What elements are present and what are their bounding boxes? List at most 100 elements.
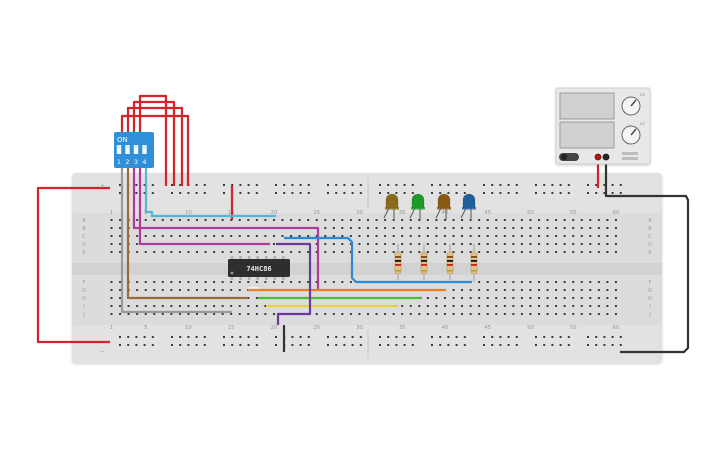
breadboard-hole[interactable]	[538, 219, 540, 221]
rail-hole[interactable]	[387, 336, 390, 338]
rail-hole[interactable]	[171, 336, 173, 338]
breadboard-hole[interactable]	[238, 305, 241, 307]
rail-hole[interactable]	[291, 192, 294, 194]
breadboard-hole[interactable]	[401, 305, 404, 307]
breadboard-hole[interactable]	[495, 313, 498, 315]
wire-magenta-short[interactable]	[138, 168, 270, 246]
breadboard-hole[interactable]	[563, 305, 566, 307]
breadboard-hole[interactable]	[255, 305, 258, 307]
breadboard-hole[interactable]	[461, 305, 464, 307]
rail-hole[interactable]	[483, 184, 485, 186]
breadboard-hole[interactable]	[119, 313, 122, 315]
led[interactable]	[462, 193, 476, 209]
breadboard-hole[interactable]	[367, 313, 369, 315]
breadboard-hole[interactable]	[187, 305, 190, 307]
breadboard-hole[interactable]	[178, 281, 181, 283]
breadboard-hole[interactable]	[119, 297, 122, 299]
wire-red-rail-loop[interactable]	[36, 186, 110, 344]
rail-hole[interactable]	[491, 344, 494, 346]
rail-hole[interactable]	[603, 184, 606, 186]
rail-hole[interactable]	[247, 336, 250, 338]
breadboard-hole[interactable]	[529, 297, 532, 299]
rail-hole[interactable]	[619, 344, 622, 346]
rail-hole[interactable]	[327, 192, 329, 194]
rail-hole[interactable]	[127, 336, 130, 338]
breadboard-hole[interactable]	[546, 251, 549, 253]
rail-hole[interactable]	[395, 344, 398, 346]
breadboard-hole[interactable]	[264, 251, 267, 253]
breadboard-hole[interactable]	[495, 297, 498, 299]
breadboard-hole[interactable]	[332, 251, 335, 253]
breadboard-hole[interactable]	[478, 219, 481, 221]
breadboard-hole[interactable]	[443, 243, 446, 245]
wires[interactable]	[36, 94, 690, 354]
breadboard-hole[interactable]	[520, 243, 523, 245]
rail-hole[interactable]	[223, 336, 225, 338]
breadboard-hole[interactable]	[238, 313, 241, 315]
breadboard-hole[interactable]	[315, 251, 318, 253]
breadboard-hole[interactable]	[538, 227, 540, 229]
breadboard-hole[interactable]	[572, 243, 575, 245]
breadboard-hole[interactable]	[136, 313, 139, 315]
breadboard-hole[interactable]	[512, 289, 515, 291]
breadboard-hole[interactable]	[221, 281, 224, 283]
rail-hole[interactable]	[223, 184, 225, 186]
breadboard-hole[interactable]	[307, 251, 310, 253]
breadboard-hole[interactable]	[187, 219, 190, 221]
breadboard-hole[interactable]	[144, 281, 147, 283]
breadboard-hole[interactable]	[324, 281, 327, 283]
breadboard-hole[interactable]	[589, 243, 592, 245]
breadboard-hole[interactable]	[272, 219, 275, 221]
breadboard-hole[interactable]	[204, 235, 207, 237]
rail-hole[interactable]	[499, 336, 502, 338]
breadboard-hole[interactable]	[119, 219, 122, 221]
breadboard-hole[interactable]	[512, 251, 515, 253]
breadboard-hole[interactable]	[512, 243, 515, 245]
rail-hole[interactable]	[203, 344, 206, 346]
breadboard-hole[interactable]	[144, 235, 147, 237]
rail-hole[interactable]	[491, 192, 494, 194]
breadboard-hole[interactable]	[478, 297, 481, 299]
rail-hole[interactable]	[143, 184, 146, 186]
rail-hole[interactable]	[543, 192, 546, 194]
rail-hole[interactable]	[255, 192, 258, 194]
breadboard-hole[interactable]	[170, 281, 173, 283]
rail-hole[interactable]	[595, 184, 598, 186]
breadboard-hole[interactable]	[298, 281, 301, 283]
rail-hole[interactable]	[603, 336, 606, 338]
breadboard-hole[interactable]	[187, 251, 190, 253]
rail-hole[interactable]	[247, 184, 250, 186]
breadboard-hole[interactable]	[589, 289, 592, 291]
breadboard-hole[interactable]	[298, 219, 301, 221]
rail-hole[interactable]	[551, 336, 554, 338]
breadboard-hole[interactable]	[426, 305, 429, 307]
breadboard-hole[interactable]	[478, 313, 481, 315]
rail-hole[interactable]	[119, 344, 121, 346]
breadboard-hole[interactable]	[546, 227, 549, 229]
breadboard-hole[interactable]	[264, 281, 267, 283]
rail-hole[interactable]	[343, 344, 346, 346]
breadboard-hole[interactable]	[512, 235, 515, 237]
breadboard-hole[interactable]	[409, 313, 412, 315]
rail-hole[interactable]	[463, 184, 466, 186]
breadboard-hole[interactable]	[247, 297, 250, 299]
rail-hole[interactable]	[515, 336, 518, 338]
rail-hole[interactable]	[567, 184, 570, 186]
rail-hole[interactable]	[611, 184, 614, 186]
rail-hole[interactable]	[551, 344, 554, 346]
breadboard-hole[interactable]	[196, 251, 198, 253]
breadboard-hole[interactable]	[238, 281, 241, 283]
breadboard-hole[interactable]	[486, 297, 489, 299]
breadboard-hole[interactable]	[529, 313, 532, 315]
breadboard-hole[interactable]	[580, 305, 583, 307]
breadboard-hole[interactable]	[110, 227, 113, 229]
breadboard-hole[interactable]	[580, 235, 583, 237]
rail-hole[interactable]	[499, 184, 502, 186]
rail-hole[interactable]	[223, 192, 225, 194]
breadboard-hole[interactable]	[307, 219, 310, 221]
rail-hole[interactable]	[119, 184, 121, 186]
breadboard-hole[interactable]	[606, 251, 609, 253]
breadboard-hole[interactable]	[401, 251, 404, 253]
rail-hole[interactable]	[379, 336, 381, 338]
breadboard-hole[interactable]	[486, 227, 489, 229]
